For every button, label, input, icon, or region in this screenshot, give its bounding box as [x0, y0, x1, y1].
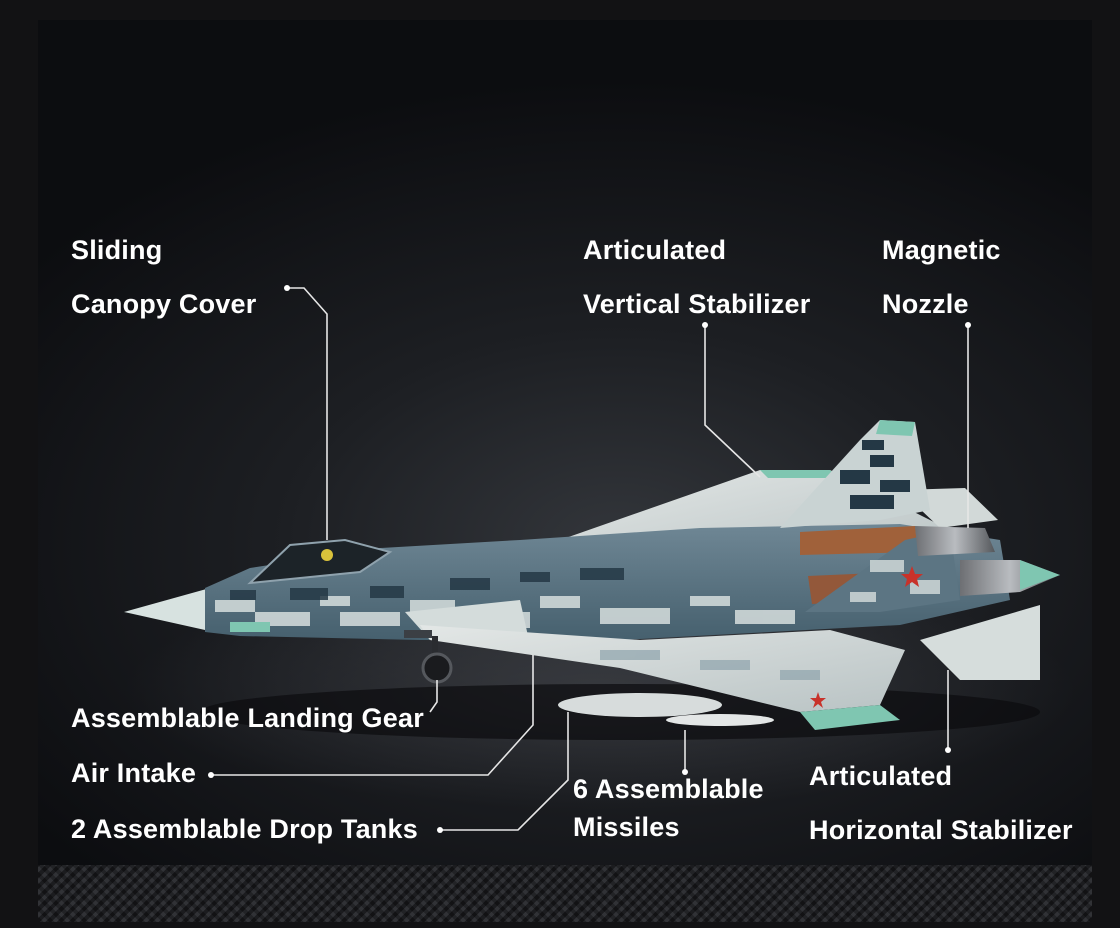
drop-tanks-label: 2 Assemblable Drop Tanks: [71, 814, 418, 844]
landing-gear-label: Assemblable Landing Gear: [71, 703, 424, 733]
landing-gear-wheel: [421, 652, 453, 684]
vertical-stabilizer-leader: [704, 325, 761, 478]
missiles-label: 6 Assemblable Missiles: [573, 770, 764, 846]
pilot-helmet: [321, 549, 333, 561]
red-star-tail: [901, 566, 923, 587]
landing-gear-strut: [432, 636, 438, 666]
air-intake-label: Air Intake: [71, 758, 197, 788]
vertical-stabilizer-label-line2: Vertical Stabilizer: [583, 289, 811, 319]
nose-cone: [124, 588, 214, 632]
carbon-fiber-strip: [38, 865, 1092, 922]
drop-tank: [558, 693, 722, 717]
nozzle-upper: [915, 526, 995, 556]
canopy-label: Sliding Canopy Cover: [71, 223, 256, 331]
vertical-stabilizer-label-line1: Articulated: [583, 235, 727, 265]
horizontal-stabilizer-label-line2: Horizontal Stabilizer: [809, 815, 1073, 845]
nozzle-label-line2: Nozzle: [882, 289, 969, 319]
canopy-label-line2: Canopy Cover: [71, 289, 257, 319]
horizontal-stabilizer-label-line1: Articulated: [809, 761, 953, 791]
vertical-stabilizer-label: Articulated Vertical Stabilizer: [583, 223, 810, 331]
canopy-label-line1: Sliding: [71, 235, 163, 265]
canopy: [247, 538, 393, 585]
nozzle-label: Magnetic Nozzle: [882, 223, 1001, 331]
near-wing: [420, 625, 905, 712]
horizontal-stabilizer-label: Articulated Horizontal Stabilizer: [809, 749, 1073, 857]
drop-tanks-leader: [440, 712, 569, 831]
missiles-label-line1: 6 Assemblable: [573, 774, 764, 804]
callout-dots: [208, 285, 971, 833]
canopy-leader: [287, 287, 328, 540]
air-intake-leader: [211, 655, 534, 776]
red-star-wing: [810, 692, 826, 708]
callout-lines: [211, 287, 969, 831]
missile: [666, 714, 774, 726]
landing-gear-leader: [429, 680, 438, 713]
nozzle-label-line1: Magnetic: [882, 235, 1001, 265]
engine-copper-upper: [800, 526, 918, 555]
missiles-label-line2: Missiles: [573, 812, 680, 842]
near-h-stab: [920, 605, 1040, 680]
